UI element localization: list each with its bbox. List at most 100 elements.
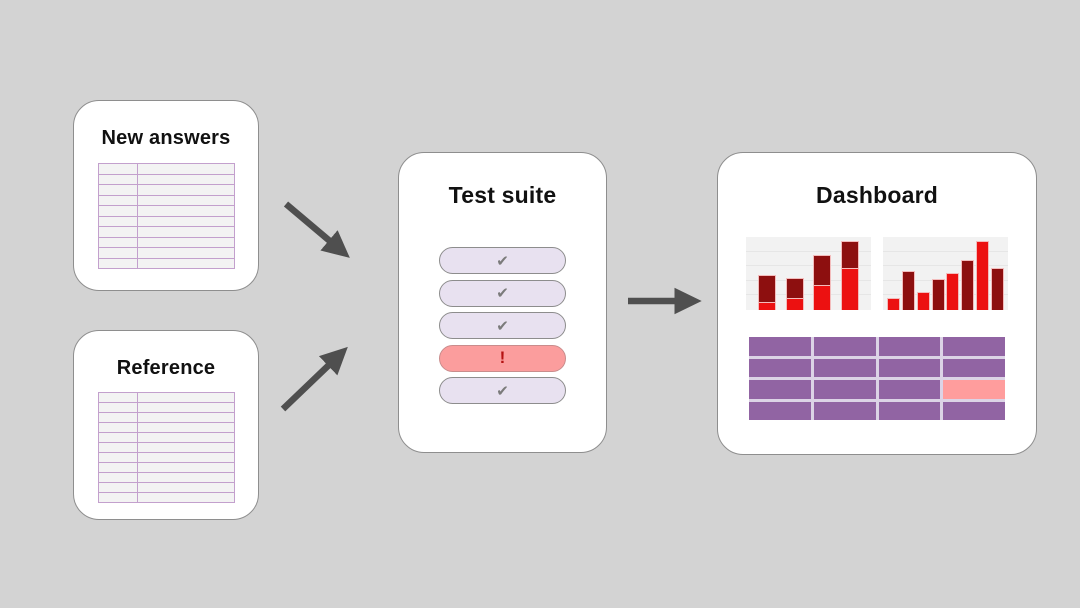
table-cell xyxy=(138,463,234,472)
table-cell xyxy=(98,237,138,247)
test-suite-title: Test suite xyxy=(448,182,557,208)
result-cell xyxy=(813,358,876,377)
bar-group xyxy=(976,237,1005,310)
table-cell xyxy=(98,164,138,174)
result-cell xyxy=(749,401,811,420)
table-cell xyxy=(98,185,138,195)
test-result-pass: ✔ xyxy=(439,279,566,307)
test-result-pass: ✔ xyxy=(439,377,566,404)
bar xyxy=(886,298,900,310)
result-cell xyxy=(878,337,941,356)
stacked-bar xyxy=(841,237,860,310)
dashboard-result-table xyxy=(749,337,1005,420)
check-icon: ✔ xyxy=(496,317,509,335)
table-cell xyxy=(138,216,234,226)
result-cell xyxy=(813,380,876,399)
new-answers-table xyxy=(97,163,235,269)
test-result-pass: ✔ xyxy=(439,312,566,339)
table-cell xyxy=(98,433,138,442)
result-cell xyxy=(813,401,876,420)
table-cell xyxy=(98,393,138,402)
table-cell xyxy=(138,206,234,216)
result-cell xyxy=(943,401,1005,420)
table-cell xyxy=(98,403,138,412)
table-cell xyxy=(138,227,234,237)
table-cell xyxy=(138,164,234,174)
bar-segment-dark xyxy=(757,274,776,302)
bar-group xyxy=(946,237,975,310)
card-dashboard: Dashboard xyxy=(717,152,1037,455)
stacked-bar xyxy=(813,237,832,310)
table-cell xyxy=(138,413,234,422)
stacked-bar xyxy=(757,237,776,310)
bar-segment-bright xyxy=(813,285,832,310)
result-cell xyxy=(749,337,811,356)
bars xyxy=(883,237,1008,310)
dashboard-title: Dashboard xyxy=(816,182,938,208)
table-cell xyxy=(98,206,138,216)
table-cell xyxy=(138,443,234,452)
table-cell xyxy=(98,195,138,205)
gridline xyxy=(746,265,871,267)
table-cell xyxy=(98,493,138,502)
table-cell xyxy=(138,248,234,258)
result-cell xyxy=(878,401,941,420)
gridline xyxy=(883,250,1008,252)
bar-segment-dark xyxy=(841,240,860,268)
table-cell xyxy=(98,483,138,492)
new-answers-title: New answers xyxy=(101,127,231,149)
table-cell xyxy=(138,258,234,268)
gridline xyxy=(746,279,871,281)
table-cell xyxy=(138,237,234,247)
test-result-fail: ! xyxy=(439,344,566,372)
check-icon: ✔ xyxy=(496,382,509,400)
result-cell xyxy=(813,337,876,356)
table-cell xyxy=(98,227,138,237)
table-cell xyxy=(138,493,234,502)
check-icon: ✔ xyxy=(496,252,509,270)
card-test-suite: Test suite ✔ ✔ ✔! ✔ xyxy=(398,152,607,453)
table-cell xyxy=(98,216,138,226)
table-cell xyxy=(98,453,138,462)
table-cell xyxy=(98,413,138,422)
bar xyxy=(901,271,915,310)
gridline xyxy=(746,250,871,252)
bar-group xyxy=(886,237,915,310)
card-new-answers: New answers xyxy=(73,100,259,291)
result-cell xyxy=(878,380,941,399)
bar-group xyxy=(916,237,945,310)
reference-title: Reference xyxy=(116,357,216,379)
stacked-bar-chart xyxy=(746,237,871,310)
dashboard-charts xyxy=(718,237,1036,310)
card-reference: Reference xyxy=(73,330,259,520)
gridline xyxy=(883,294,1008,296)
bar-segment-bright xyxy=(785,297,804,310)
table-cell xyxy=(138,174,234,184)
bar xyxy=(961,260,975,310)
bar xyxy=(931,279,945,310)
table-cell xyxy=(138,393,234,402)
result-cell xyxy=(749,380,811,399)
reference-table xyxy=(97,392,235,503)
bar xyxy=(976,241,990,310)
table-cell xyxy=(98,258,138,268)
table-cell xyxy=(138,403,234,412)
table-cell xyxy=(98,473,138,482)
table-cell xyxy=(138,423,234,432)
table-cell xyxy=(98,248,138,258)
arrow-reference-to-test-suite xyxy=(280,346,348,412)
bar-segment-dark xyxy=(813,254,832,286)
exclamation-icon: ! xyxy=(499,348,506,367)
result-cell xyxy=(878,358,941,377)
table-cell xyxy=(138,473,234,482)
stacked-bar xyxy=(785,237,804,310)
table-cell xyxy=(98,443,138,452)
result-cell xyxy=(943,358,1005,377)
gridline xyxy=(883,265,1008,267)
result-cell xyxy=(749,358,811,377)
table-cell xyxy=(98,463,138,472)
table-cell xyxy=(138,433,234,442)
table-cell xyxy=(98,423,138,432)
result-cell-failed xyxy=(943,380,1005,399)
